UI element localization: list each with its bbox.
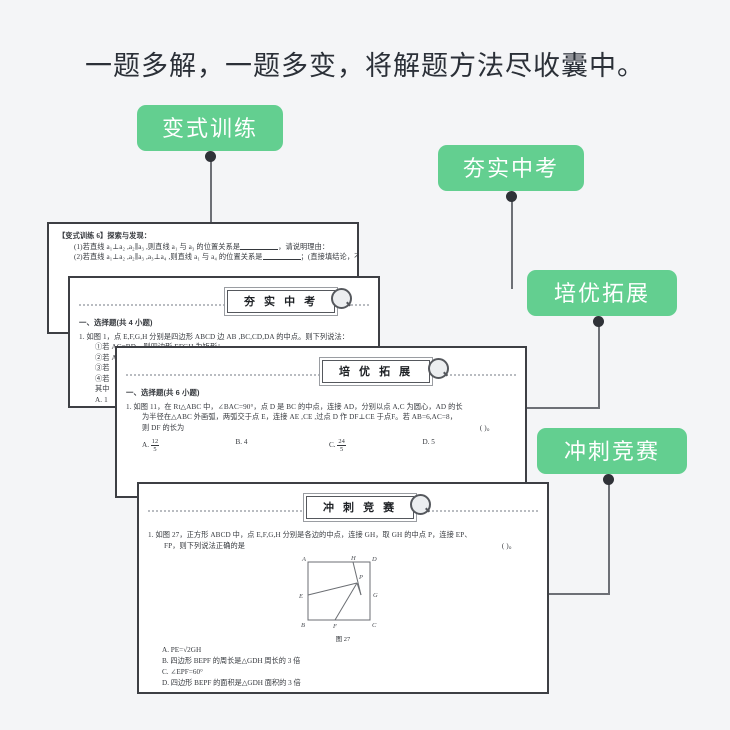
exercise-line-1-text: (1)若直线 a₁⊥a₂ ,a₂∥a₃ ,则直线 a₁ 与 a₃ 的位置关系是: [74, 242, 241, 251]
option-a-label: A.: [142, 441, 149, 449]
connector-dot: [205, 151, 216, 162]
card-body: 培 优 拓 展 一、选择题(共 6 小题) 1. 如图 11，在 Rt△ABC …: [117, 348, 525, 453]
connector-dot: [506, 191, 517, 202]
question-stem: 1. 如图 1，点 E,F,G,H 分别是四边形 ABCD 边 AB ,BC,C…: [79, 332, 350, 341]
card-body: 【变式训练 6】探索与发现： (1)若直线 a₁⊥a₂ ,a₂∥a₃ ,则直线 …: [49, 224, 357, 263]
option-d[interactable]: D. 5: [423, 438, 517, 453]
question-stem-line-3: 则 DF 的长为 ( )。: [126, 423, 516, 434]
section-title: 一、选择题(共 4 小题): [79, 318, 153, 327]
connector-line: [608, 481, 610, 595]
question-item-4: ④若: [95, 374, 110, 383]
question-stem-line-2: 为半径在△ABC 外画弧，两弧交于点 E，连接 AE ,CE ,过点 D 作 D…: [142, 413, 458, 421]
card-body: 冲 刺 竞 赛 1. 如图 27，正方形 ABCD 中，点 E,F,G,H 分别…: [139, 484, 547, 689]
answer-list: A. PE=√2GH B. 四边形 BEPF 的周长是△GDH 周长的 3 倍 …: [148, 645, 538, 689]
option-c-fraction: 24 5: [337, 438, 346, 453]
section-banner-hangshi: 夯 实 中 考: [79, 288, 369, 315]
answer-parenthesis: ( )。: [501, 541, 516, 550]
option-c[interactable]: C. 24 5: [329, 438, 423, 453]
connector-chongci: [500, 474, 618, 602]
page-title: 一题多解，一题多变，将解题方法尽收囊中。: [85, 51, 645, 81]
answer-a[interactable]: A. PE=√2GH: [162, 646, 202, 654]
connector-elbow: [500, 593, 610, 595]
tag-label: 夯实中考: [462, 156, 559, 181]
answer-d[interactable]: D. 四边形 BEPF 的面积是△GDH 面积的 3 倍: [162, 679, 301, 687]
exercise-line-2-text: (2)若直线 a₁⊥a₂ ,a₂∥a₃ ,a₃⊥a₄ ,则直线 a₁ 与 a₄ …: [74, 253, 263, 261]
tag-label: 冲刺竞赛: [563, 439, 660, 464]
connector-dot: [593, 316, 604, 327]
connector-bianshi: [204, 151, 218, 223]
question-option-a: A. 1: [95, 395, 108, 404]
tag-label: 培优拓展: [553, 281, 650, 306]
option-b[interactable]: B. 4: [236, 438, 330, 453]
connector-line: [210, 158, 212, 223]
exercise-heading-text: 【变式训练 6】探索与发现：: [58, 232, 152, 240]
exercise-line-1: (1)若直线 a₁⊥a₂ ,a₂∥a₃ ,则直线 a₁ 与 a₃ 的位置关系是 ，…: [58, 242, 348, 253]
option-c-numerator: 24: [337, 438, 346, 446]
tag-chongci-jingsai[interactable]: 冲刺竞赛: [537, 428, 687, 474]
connector-line: [598, 323, 600, 409]
exercise-line-1-tail: ，请说明理由：: [278, 242, 330, 251]
option-c-label: C.: [329, 441, 336, 449]
connector-elbow: [520, 407, 600, 409]
option-a-denominator: 5: [153, 446, 157, 453]
option-a-numerator: 12: [150, 438, 160, 446]
section-title: 一、选择题(共 6 小题): [126, 388, 200, 397]
answer-c[interactable]: C. ∠EPF=60°: [162, 668, 203, 676]
tag-hangshi-zhongkao[interactable]: 夯实中考: [438, 145, 584, 191]
figure-caption: 图 27: [335, 636, 351, 643]
connector-hangshi: [505, 191, 519, 289]
label-F: F: [332, 623, 338, 629]
label-B: B: [301, 622, 305, 629]
geometry-figure: A H D P E G B F C 图 27: [148, 553, 538, 643]
section-banner-chongci: 冲 刺 竞 赛: [148, 494, 538, 521]
question-stem-line-2-text: FP，则下列说法正确的是: [164, 541, 246, 550]
banner-dotted-rule: [79, 304, 369, 306]
connector-dot: [603, 474, 614, 485]
question-stem-line-3-text: 则 DF 的长为: [142, 423, 185, 432]
answer-b[interactable]: B. 四边形 BEPF 的周长是△GDH 周长的 3 倍: [162, 657, 301, 665]
connector-peiyou: [520, 316, 608, 416]
document-card-chongci[interactable]: 冲 刺 竞 赛 1. 如图 27，正方形 ABCD 中，点 E,F,G,H 分别…: [137, 482, 549, 694]
option-d-value: 5: [431, 438, 435, 446]
question-stem-line-1: 1. 如图 11，在 Rt△ABC 中，∠BAC=90°，点 D 是 BC 的中…: [126, 402, 463, 411]
magnifier-icon: [428, 358, 449, 379]
tag-peiyou-tuozhan[interactable]: 培优拓展: [527, 270, 677, 316]
tag-bianshi-xunlian[interactable]: 变式训练: [137, 105, 283, 151]
square-abcd-diagram: A H D P E G B F C: [298, 555, 378, 630]
label-G: G: [373, 592, 378, 599]
question-item-5: 其中: [95, 385, 110, 393]
exercise-line-2: (2)若直线 a₁⊥a₂ ,a₂∥a₃ ,a₃⊥a₄ ,则直线 a₁ 与 a₄ …: [58, 252, 357, 263]
fill-blank: [240, 248, 279, 250]
option-c-denominator: 5: [339, 446, 344, 453]
tag-label: 变式训练: [161, 116, 258, 141]
option-a-fraction: 12 5: [150, 438, 160, 453]
label-A: A: [301, 556, 306, 563]
connector-line: [511, 198, 513, 289]
document-card-peiyou[interactable]: 培 优 拓 展 一、选择题(共 6 小题) 1. 如图 11，在 Rt△ABC …: [115, 346, 527, 498]
label-H: H: [350, 555, 356, 562]
magnifier-icon: [331, 288, 352, 309]
fill-blank: [262, 259, 301, 260]
option-d-label: D.: [422, 438, 430, 446]
magnifier-icon: [410, 494, 431, 515]
option-row: A. 12 5 B. 4 C. 24 5: [126, 438, 516, 453]
label-P: P: [358, 574, 363, 581]
option-a[interactable]: A. 12 5: [142, 438, 236, 453]
banner-label: 冲 刺 竞 赛: [306, 496, 415, 519]
label-E: E: [298, 593, 303, 600]
exercise-heading: 【变式训练 6】探索与发现：: [58, 231, 348, 242]
label-C: C: [372, 622, 377, 629]
option-b-value: 4: [243, 438, 248, 446]
answer-parenthesis: ( )。: [479, 423, 494, 432]
question-stem-line-2: FP，则下列说法正确的是 ( )。: [148, 541, 538, 552]
question-item-3: ③若: [95, 364, 110, 372]
option-b-label: B.: [235, 438, 243, 446]
banner-dotted-rule: [126, 374, 516, 376]
banner-label: 培 优 拓 展: [322, 360, 431, 383]
exercise-line-2-tail: ；(直接填结论，不需要证明): [300, 253, 357, 261]
section-banner-peiyou: 培 优 拓 展: [126, 358, 516, 385]
label-D: D: [371, 556, 377, 563]
banner-label: 夯 实 中 考: [227, 290, 336, 313]
question-stem-line-1: 1. 如图 27，正方形 ABCD 中，点 E,F,G,H 分别是各边的中点，连…: [148, 531, 472, 539]
